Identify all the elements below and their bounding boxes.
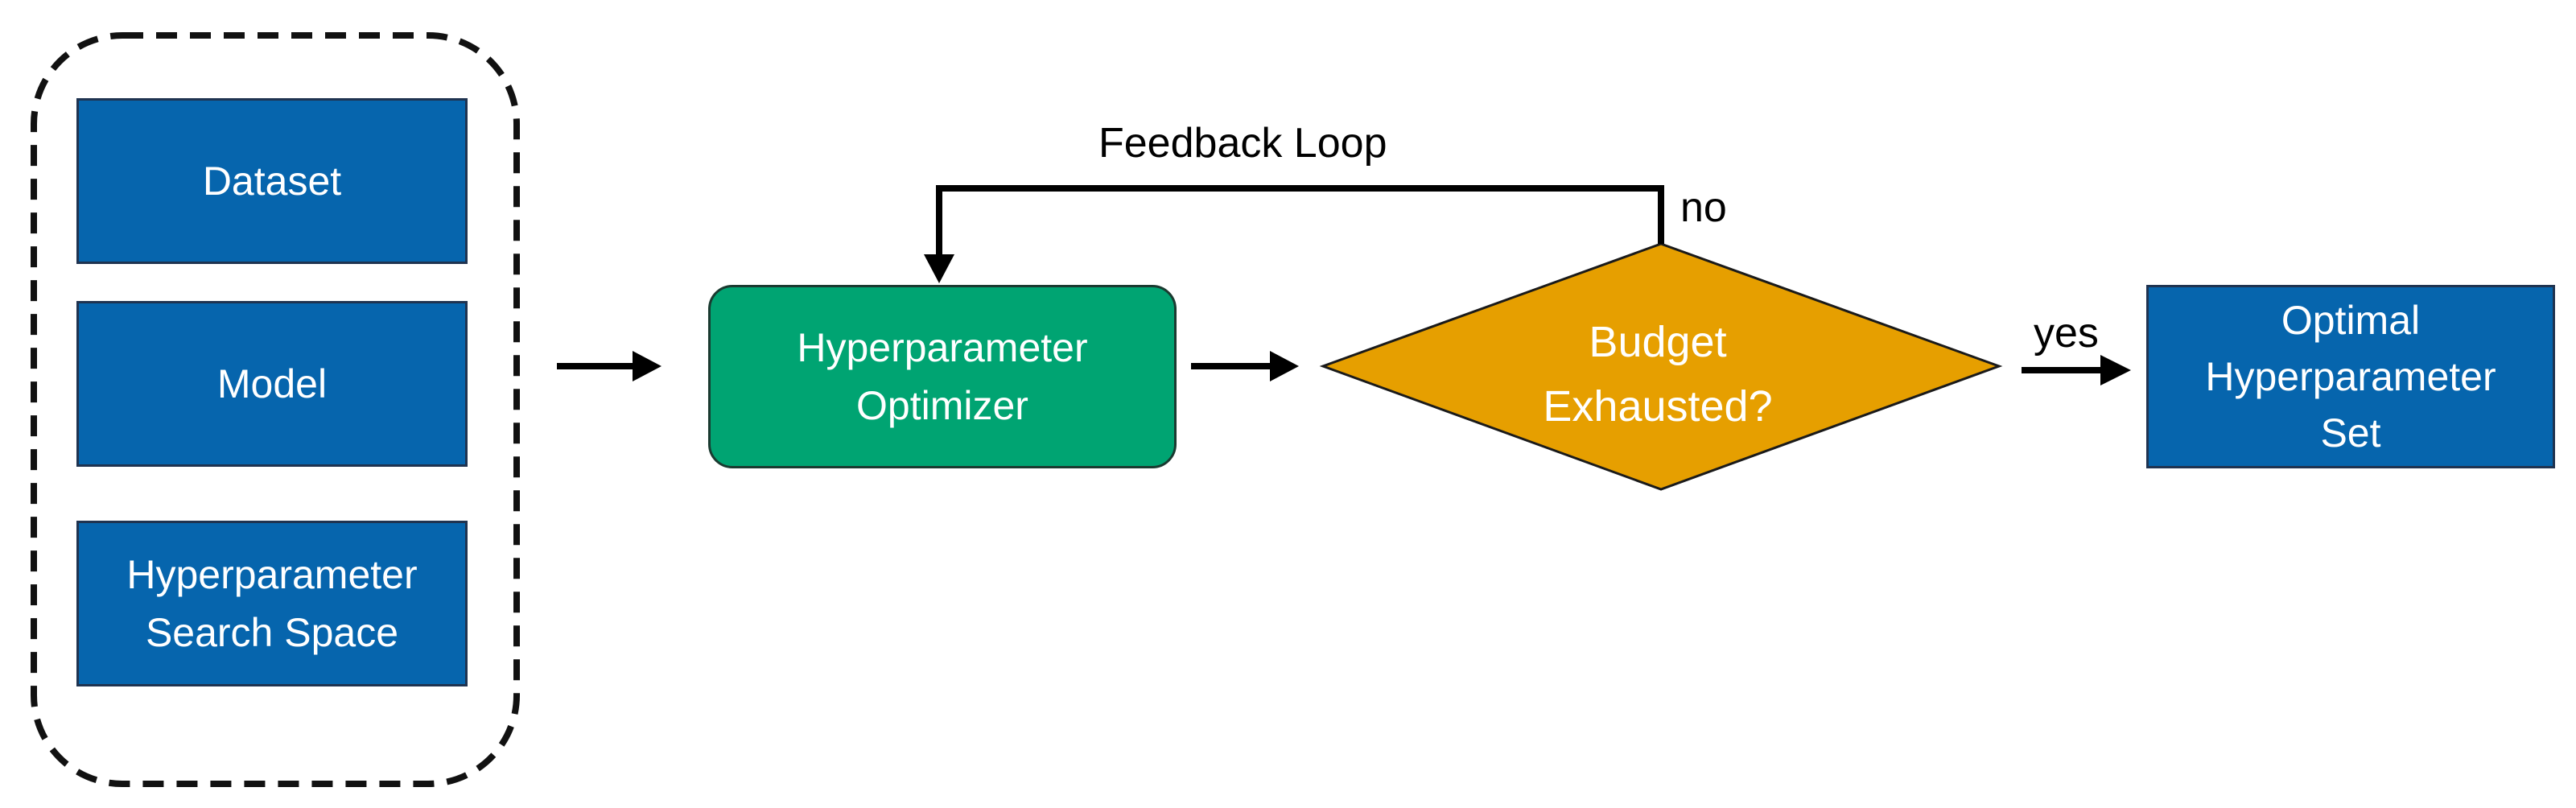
model-label: Model	[216, 361, 328, 406]
arrow-decision-to-output	[2022, 355, 2131, 385]
optimizer-label: Hyperparameter Optimizer	[797, 325, 1088, 428]
decision-label: Budget Exhausted?	[1543, 318, 1773, 431]
model-box: Model	[76, 301, 468, 467]
input-group-border	[31, 32, 520, 787]
output-label: Optimal Hyperparameter Set	[2205, 298, 2496, 456]
output-box: Optimal Hyperparameter Set	[2146, 285, 2555, 468]
dataset-label: Dataset	[202, 159, 342, 204]
optimizer-box: Hyperparameter Optimizer	[708, 285, 1177, 468]
decision-text: Budget Exhausted?	[1328, 290, 1988, 459]
arrow-feedback-loop	[924, 185, 1664, 283]
arrow-optimizer-to-decision	[1191, 351, 1299, 381]
yes-label: yes	[2034, 310, 2099, 357]
decision-diamond	[1319, 242, 2003, 491]
feedback-loop-label: Feedback Loop	[1098, 120, 1387, 167]
no-label: no	[1680, 184, 1727, 231]
arrow-inputs-to-optimizer	[557, 351, 662, 381]
search-space-box: Hyperparameter Search Space	[76, 521, 468, 686]
dataset-box: Dataset	[76, 98, 468, 264]
search-space-label: Hyperparameter Search Space	[126, 552, 418, 655]
